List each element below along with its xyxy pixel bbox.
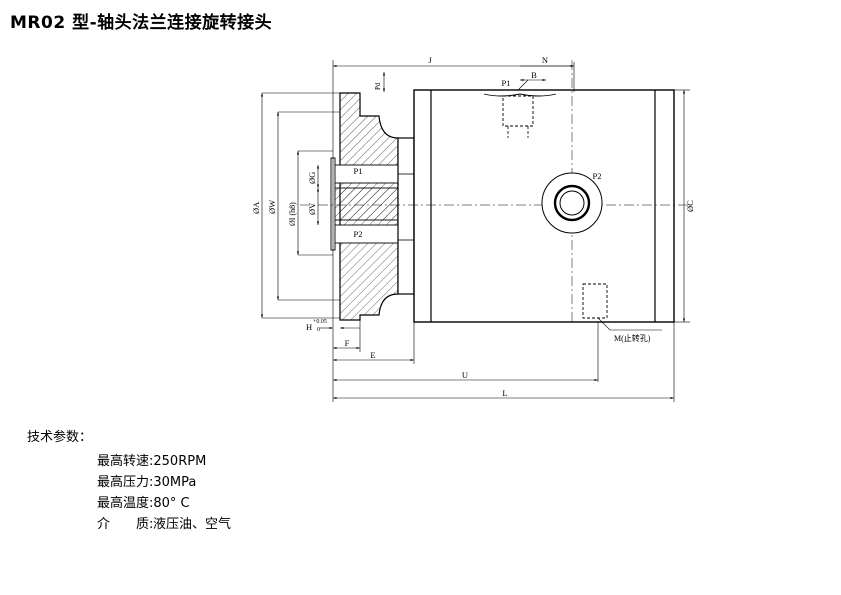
page-title: MR02 型-轴头法兰连接旋转接头: [10, 13, 273, 33]
spec-medium: 介 质:液压油、空气: [97, 514, 231, 535]
spec-medium-label: 介 质:: [97, 517, 154, 532]
dim-phi-g: ØG: [307, 172, 317, 184]
flange-neck: [397, 137, 415, 295]
dim-phi-v: ØV: [307, 202, 317, 215]
dim-phi-w: ØW: [267, 200, 277, 214]
tol-lower: 0: [317, 327, 320, 333]
spec-medium-value: 液压油、空气: [153, 517, 232, 532]
spec-temperature: 最高温度:80° C: [97, 496, 190, 511]
label-p2-flange: P2: [354, 229, 363, 239]
specs-heading: 技术参数：: [27, 430, 93, 445]
label-m-hole: M(止转孔): [614, 333, 651, 343]
dim-F: F: [345, 338, 350, 348]
label-p1-flange: P1: [354, 166, 363, 176]
p2-port: [541, 172, 603, 234]
spec-speed: 最高转速:250RPM: [97, 454, 207, 469]
tech-specs: 技术参数： 最高转速:250RPM 最高压力:30MPa 最高温度:80° C …: [27, 426, 231, 535]
dim-B: B: [531, 70, 537, 80]
spec-pressure: 最高压力:30MPa: [97, 475, 197, 490]
flange-section: [330, 92, 400, 321]
dim-U: U: [462, 370, 468, 380]
dim-phi-c: ØC: [685, 200, 695, 212]
dim-pd: Pd: [374, 82, 382, 90]
dim-phi-i: ØI (h8): [288, 202, 297, 226]
label-p2-side: P2: [593, 171, 602, 181]
dim-L: L: [502, 388, 507, 398]
dim-E: E: [370, 350, 375, 360]
dim-N: N: [542, 55, 548, 65]
dim-H: H: [306, 322, 312, 332]
label-p1-top: P1: [502, 78, 511, 88]
tol-upper: +0.05: [313, 319, 327, 325]
dim-J: J: [428, 55, 432, 65]
dim-phi-a: ØA: [251, 201, 261, 214]
